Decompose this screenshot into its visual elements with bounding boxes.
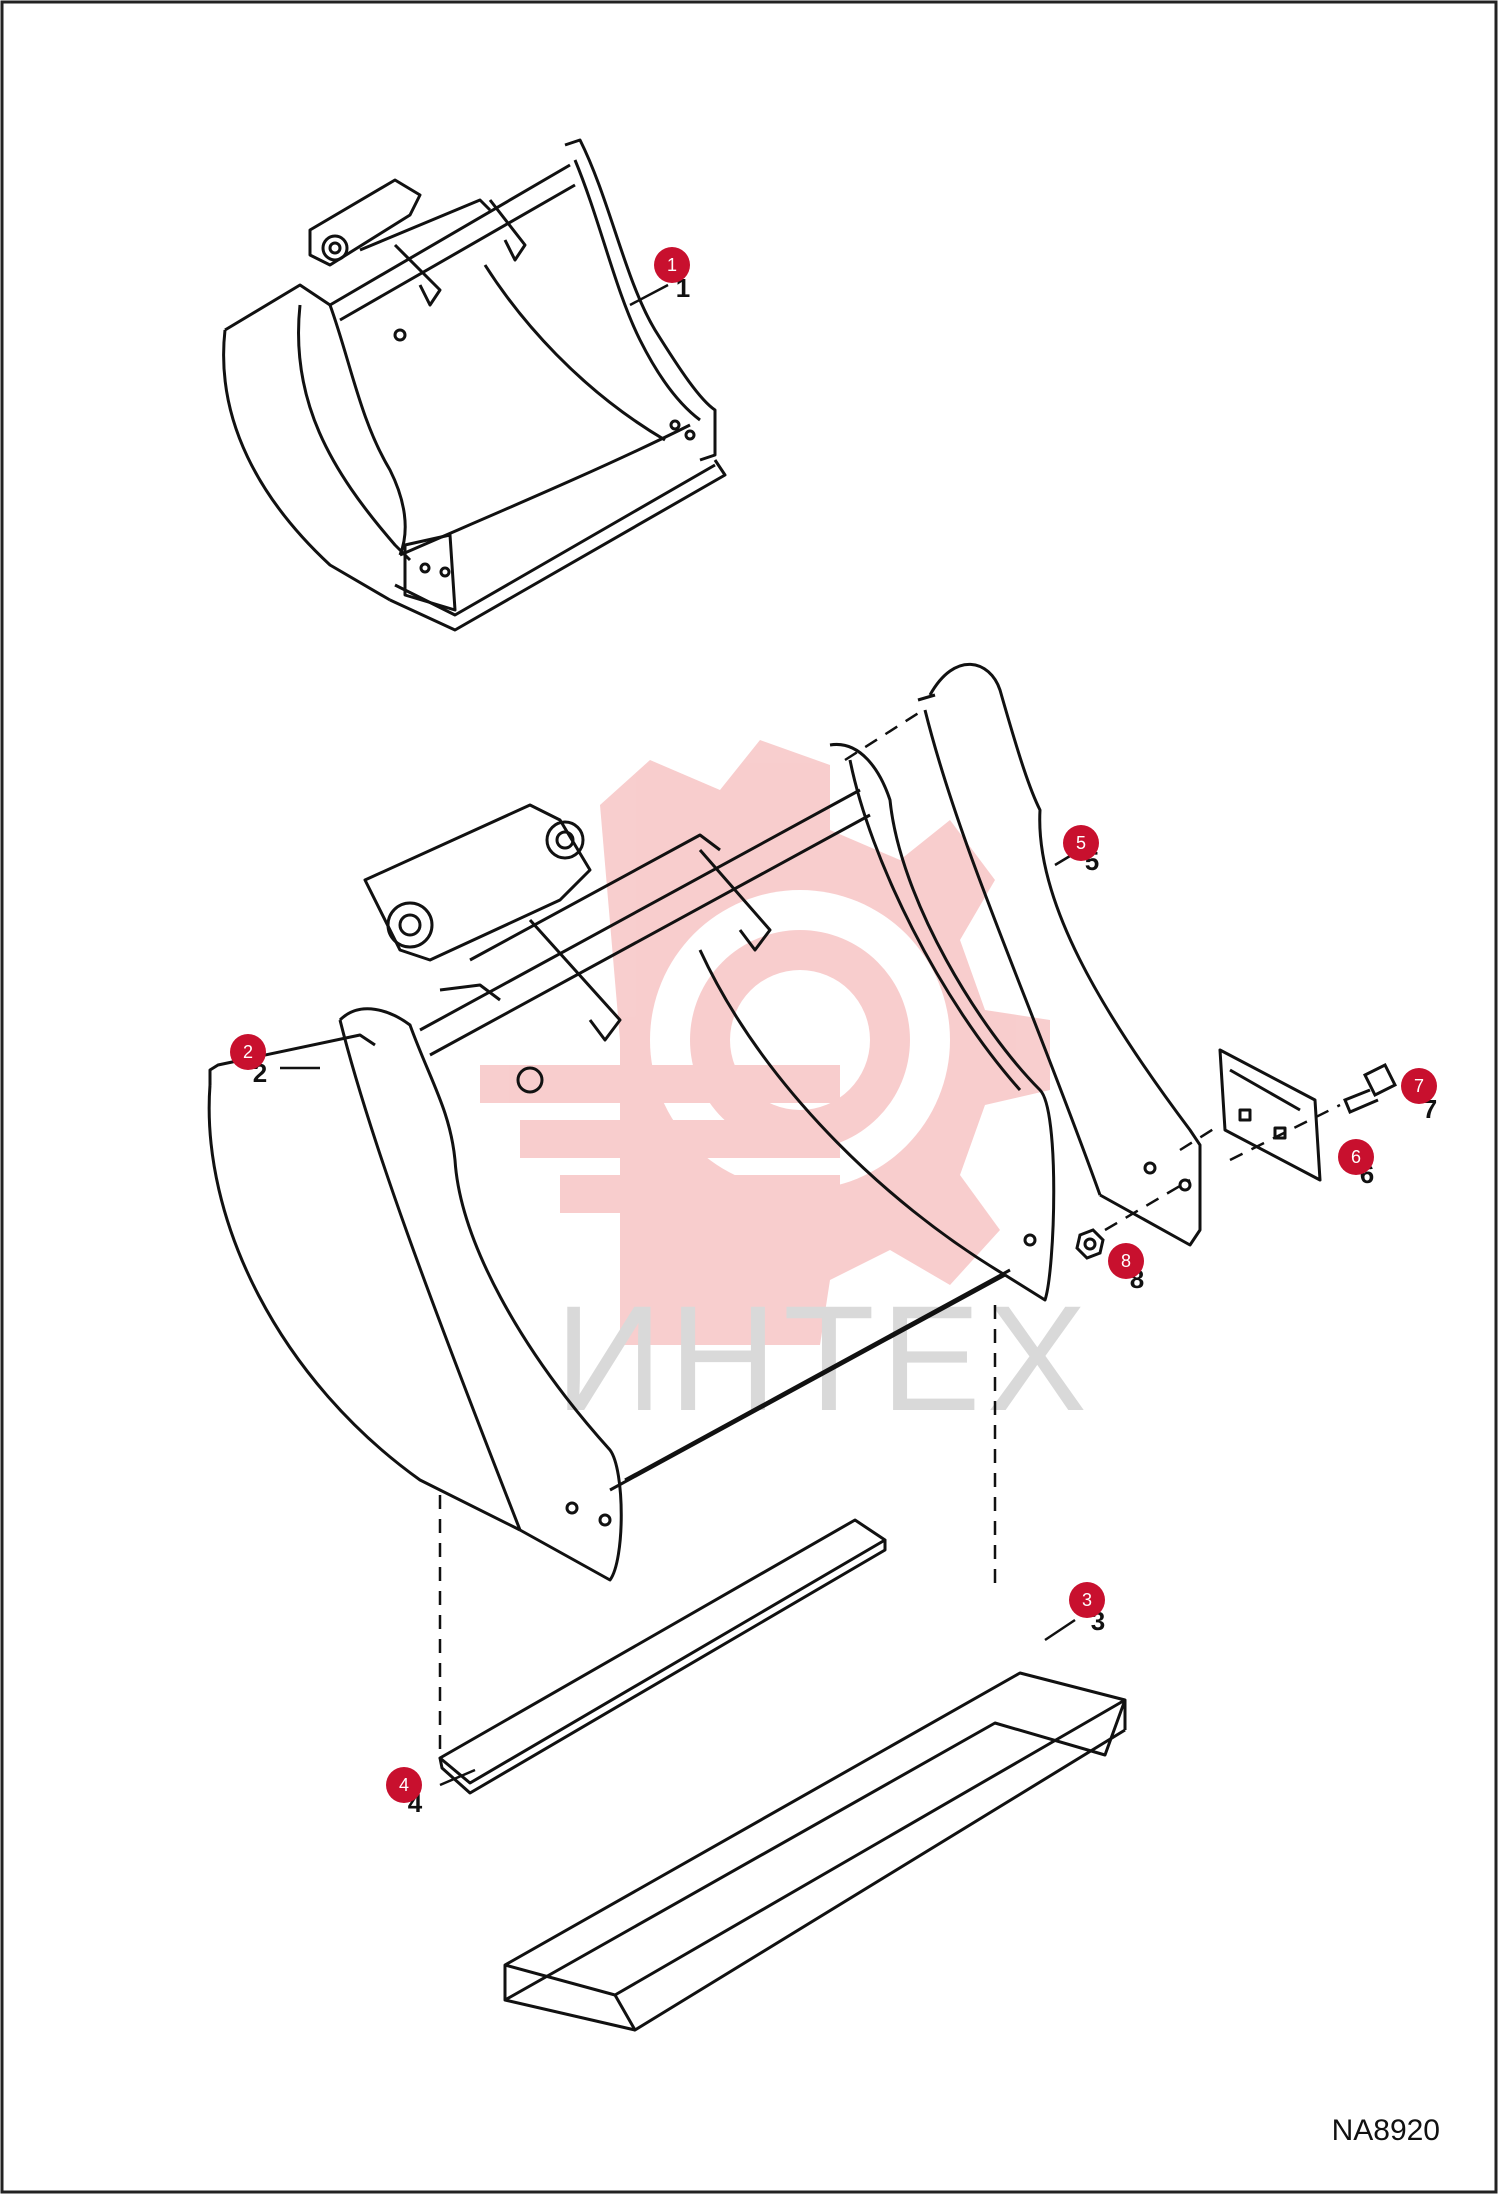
callout-2[interactable]: 2: [230, 1034, 266, 1070]
document-code: NA8920: [1331, 2114, 1440, 2147]
svg-text:2: 2: [243, 1042, 253, 1062]
bolt-drawing: [1343, 1062, 1398, 1114]
callout-4[interactable]: 4: [386, 1767, 422, 1803]
bucket-shell-drawing: [207, 743, 1056, 1582]
svg-text:3: 3: [1082, 1590, 1092, 1610]
wear-strip-drawing: [438, 1518, 887, 1795]
leader-lines: [280, 283, 1081, 1787]
svg-text:8: 8: [1121, 1251, 1131, 1271]
side-cutter-drawing: [1218, 1048, 1322, 1182]
svg-text:7: 7: [1414, 1076, 1424, 1096]
svg-text:4: 4: [399, 1775, 409, 1795]
bucket-assembly-drawing: [222, 138, 727, 632]
nut-drawing: [1075, 1228, 1105, 1260]
watermark-text: ИНТЕХ: [555, 1274, 1093, 1442]
watermark-gear-logo: [480, 740, 1050, 1345]
cutting-edge-drawing: [503, 1671, 1127, 2032]
callout-5[interactable]: 5: [1063, 825, 1099, 861]
callout-1[interactable]: 1: [654, 247, 690, 283]
svg-text:6: 6: [1351, 1147, 1361, 1167]
svg-text:1: 1: [667, 255, 677, 275]
callout-7[interactable]: 7: [1401, 1068, 1437, 1104]
callout-6[interactable]: 6: [1338, 1139, 1374, 1175]
assembly-guide-lines: [438, 710, 1341, 1750]
svg-text:5: 5: [1076, 833, 1086, 853]
callout-3[interactable]: 3: [1069, 1582, 1105, 1618]
side-plate-drawing: [917, 662, 1202, 1247]
callout-8[interactable]: 8: [1108, 1243, 1144, 1279]
